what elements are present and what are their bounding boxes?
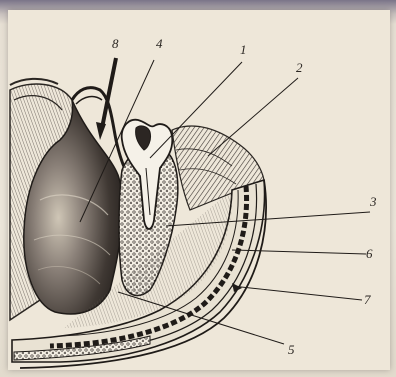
label-6: 6 bbox=[366, 246, 373, 261]
label-7: 7 bbox=[364, 292, 371, 307]
label-2: 2 bbox=[296, 60, 303, 75]
leader-7 bbox=[232, 286, 362, 300]
label-1: 1 bbox=[240, 42, 247, 57]
label-5: 5 bbox=[288, 342, 295, 357]
label-4: 4 bbox=[156, 36, 163, 51]
label-8: 8 bbox=[112, 36, 119, 51]
leader-2 bbox=[208, 78, 298, 156]
leader-3 bbox=[166, 212, 370, 226]
label-3: 3 bbox=[369, 194, 377, 209]
